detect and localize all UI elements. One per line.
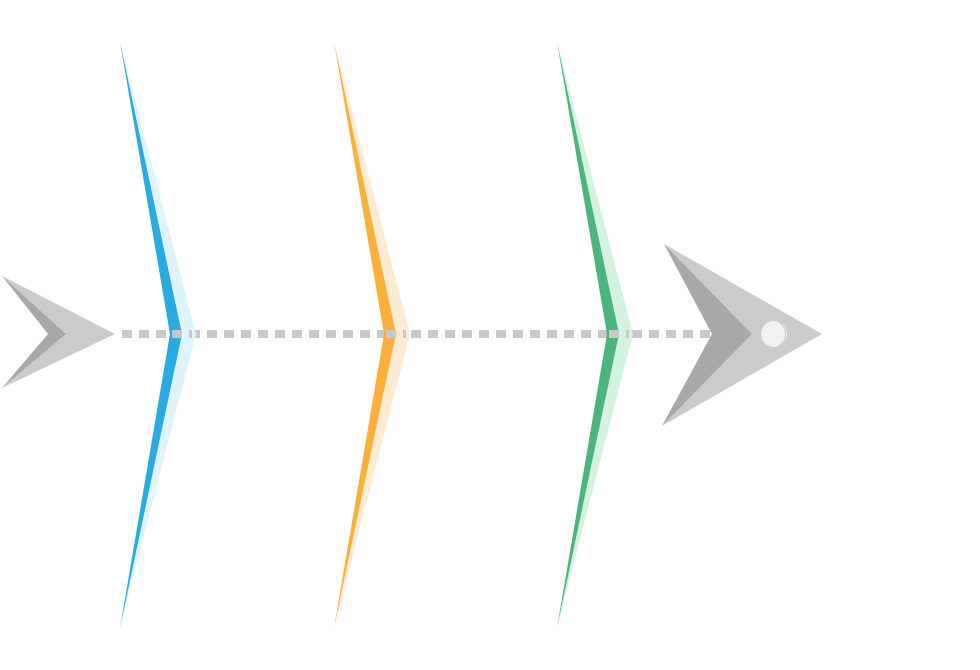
fish-head <box>662 244 822 426</box>
fish-tail-light <box>2 276 115 388</box>
fish-head-light <box>662 244 822 426</box>
fish-eye <box>761 321 787 347</box>
fish-tail <box>2 276 115 388</box>
fish-head-dark <box>662 244 752 426</box>
fish-tail-dark <box>2 276 66 388</box>
fish-eye-pupil <box>777 322 786 346</box>
